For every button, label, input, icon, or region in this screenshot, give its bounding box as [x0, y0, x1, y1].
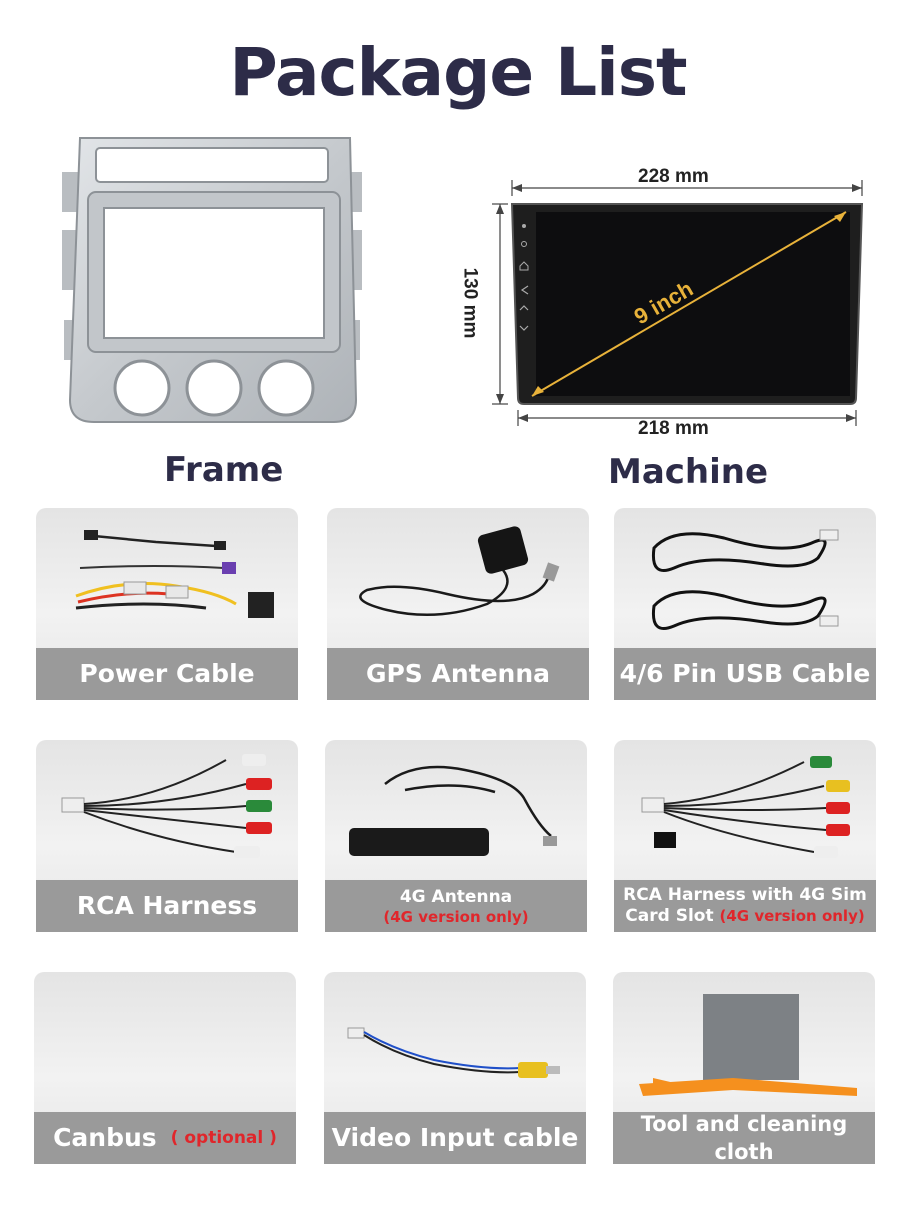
item-card-tool-cloth: Tool and cleaning cloth — [613, 972, 875, 1164]
frame-caption: Frame — [164, 450, 284, 490]
page-title: Package List — [229, 34, 687, 111]
item-bar: Canbus ( optional ) — [34, 1112, 296, 1164]
item-label: RCA Harness — [76, 891, 258, 920]
item-label: 4G Antenna — [399, 886, 513, 907]
item-bar: Tool and cleaning cloth — [613, 1112, 875, 1164]
machine-height: 130 mm — [459, 267, 481, 339]
item-bar: RCA Harness — [36, 880, 298, 932]
item-bar: Power Cable — [36, 648, 298, 700]
item-card-video-input-cable: Video Input cable — [324, 972, 586, 1164]
item-card-rca-harness-4g: RCA Harness with 4G Sim Card Slot (4G ve… — [614, 740, 876, 932]
item-card-usb-cable: 4/6 Pin USB Cable — [614, 508, 876, 700]
item-label: Canbus — [53, 1123, 157, 1152]
item-label: GPS Antenna — [365, 659, 551, 688]
item-note: ( optional ) — [170, 1128, 277, 1148]
item-card-gps-antenna: GPS Antenna — [327, 508, 589, 700]
machine-diagram — [470, 160, 870, 440]
item-bar: Video Input cable — [324, 1112, 586, 1164]
item-label: Video Input cable — [331, 1123, 579, 1152]
machine-caption: Machine — [608, 452, 769, 492]
machine-bottom-width: 218 mm — [638, 418, 709, 439]
item-label: Tool and cleaning cloth — [640, 1112, 848, 1164]
item-bar: 4/6 Pin USB Cable — [614, 648, 876, 700]
item-label: Power Cable — [79, 659, 255, 688]
item-label: RCA Harness with 4G Sim — [623, 885, 867, 905]
item-bar: 4G Antenna (4G version only) — [325, 880, 587, 932]
item-card-power-cable: Power Cable — [36, 508, 298, 700]
item-label-line2: Card Slot — [625, 906, 714, 926]
item-bar: GPS Antenna — [327, 648, 589, 700]
machine-top-width: 228 mm — [638, 166, 709, 187]
frame-image — [58, 130, 368, 430]
item-card-4g-antenna: 4G Antenna (4G version only) — [325, 740, 587, 932]
item-label: 4/6 Pin USB Cable — [619, 659, 871, 688]
item-card-canbus: Canbus ( optional ) — [34, 972, 296, 1164]
item-note: (4G version only) — [719, 907, 865, 925]
item-note: (4G version only) — [383, 907, 529, 926]
item-card-rca-harness: RCA Harness — [36, 740, 298, 932]
item-bar: RCA Harness with 4G Sim Card Slot (4G ve… — [614, 880, 876, 932]
